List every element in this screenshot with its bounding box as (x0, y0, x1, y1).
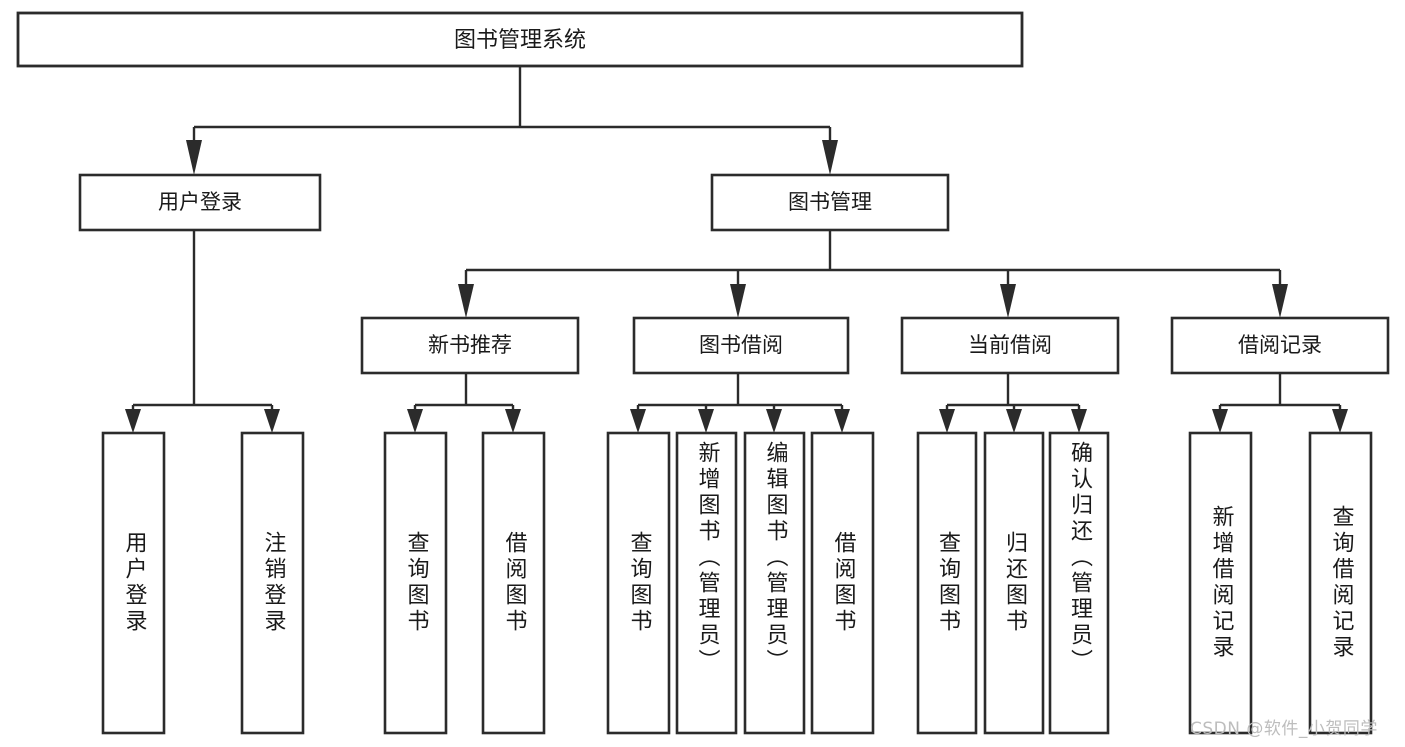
arrowhead-to-leaf-query-book-2 (630, 409, 646, 433)
arrowhead-to-leaf-query-book-1 (407, 409, 423, 433)
arrowhead-to-leaf-user-login (125, 409, 141, 433)
node-new-book-recommend-box[interactable] (360, 316, 580, 375)
node-book-borrow-label: 图书借阅 (699, 333, 783, 357)
arrowhead-to-leaf-borrow-book-1 (505, 409, 521, 433)
arrowheads-layer (125, 140, 1348, 433)
node-book-manage[interactable]: 图书管理 (710, 173, 950, 232)
arrowhead-to-leaf-add-record (1212, 409, 1228, 433)
leaf-box-return-book[interactable] (983, 431, 1045, 735)
leaf-box-borrow-book-2[interactable] (810, 431, 875, 735)
node-borrow-record-box[interactable] (1170, 316, 1390, 375)
node-user-login[interactable]: 用户登录 (78, 173, 322, 232)
node-root-label: 图书管理系统 (454, 28, 586, 53)
arrowhead-to-leaf-return-book (1006, 409, 1022, 433)
leaf-box-query-book-3[interactable] (916, 431, 978, 735)
node-root-box[interactable] (16, 11, 1024, 68)
arrowhead-to-user-login (186, 140, 202, 175)
node-current-borrow-label: 当前借阅 (968, 333, 1052, 357)
node-user-login-label: 用户登录 (158, 190, 242, 214)
node-root[interactable]: 图书管理系统 (16, 11, 1024, 68)
node-current-borrow[interactable]: 当前借阅 (900, 316, 1120, 375)
csdn-watermark: CSDN @软件_小贺同学 (1190, 719, 1378, 739)
arrowhead-to-leaf-add-book (698, 409, 714, 433)
leaf-box-user-login[interactable] (101, 431, 166, 735)
node-book-borrow[interactable]: 图书借阅 (632, 316, 850, 375)
node-borrow-record-label: 借阅记录 (1238, 333, 1322, 357)
node-book-manage-label: 图书管理 (788, 190, 872, 214)
arrowhead-to-leaf-query-record (1332, 409, 1348, 433)
leaf-box-borrow-book-1[interactable] (481, 431, 546, 735)
node-book-borrow-box[interactable] (632, 316, 850, 375)
arrowhead-to-current-borrow (1000, 284, 1016, 318)
leaf-box-query-book-1[interactable] (383, 431, 448, 735)
node-new-book-recommend[interactable]: 新书推荐 (360, 316, 580, 375)
arrowhead-to-leaf-borrow-book-2 (834, 409, 850, 433)
arrowhead-to-borrow-record (1272, 284, 1288, 318)
node-user-login-box[interactable] (78, 173, 322, 232)
arrowhead-to-book-borrow (730, 284, 746, 318)
leaf-boxes-layer (101, 431, 1373, 735)
arrowhead-to-new-book-recommend (458, 284, 474, 318)
arrowhead-to-leaf-confirm-return (1071, 409, 1087, 433)
node-new-book-recommend-label: 新书推荐 (428, 333, 512, 357)
node-book-manage-box[interactable] (710, 173, 950, 232)
arrowhead-to-leaf-query-book-3 (939, 409, 955, 433)
leaf-box-edit-book[interactable] (743, 431, 806, 735)
leaf-box-query-record[interactable] (1308, 431, 1373, 735)
arrowhead-to-leaf-edit-book (766, 409, 782, 433)
arrowhead-to-book-manage (822, 140, 838, 175)
arrowhead-to-leaf-user-logout (264, 409, 280, 433)
leaf-box-confirm-return[interactable] (1048, 431, 1110, 735)
leaf-box-add-record[interactable] (1188, 431, 1253, 735)
node-borrow-record[interactable]: 借阅记录 (1170, 316, 1390, 375)
node-current-borrow-box[interactable] (900, 316, 1120, 375)
leaf-box-add-book[interactable] (675, 431, 738, 735)
leaf-box-query-book-2[interactable] (606, 431, 671, 735)
leaf-box-user-logout[interactable] (240, 431, 305, 735)
